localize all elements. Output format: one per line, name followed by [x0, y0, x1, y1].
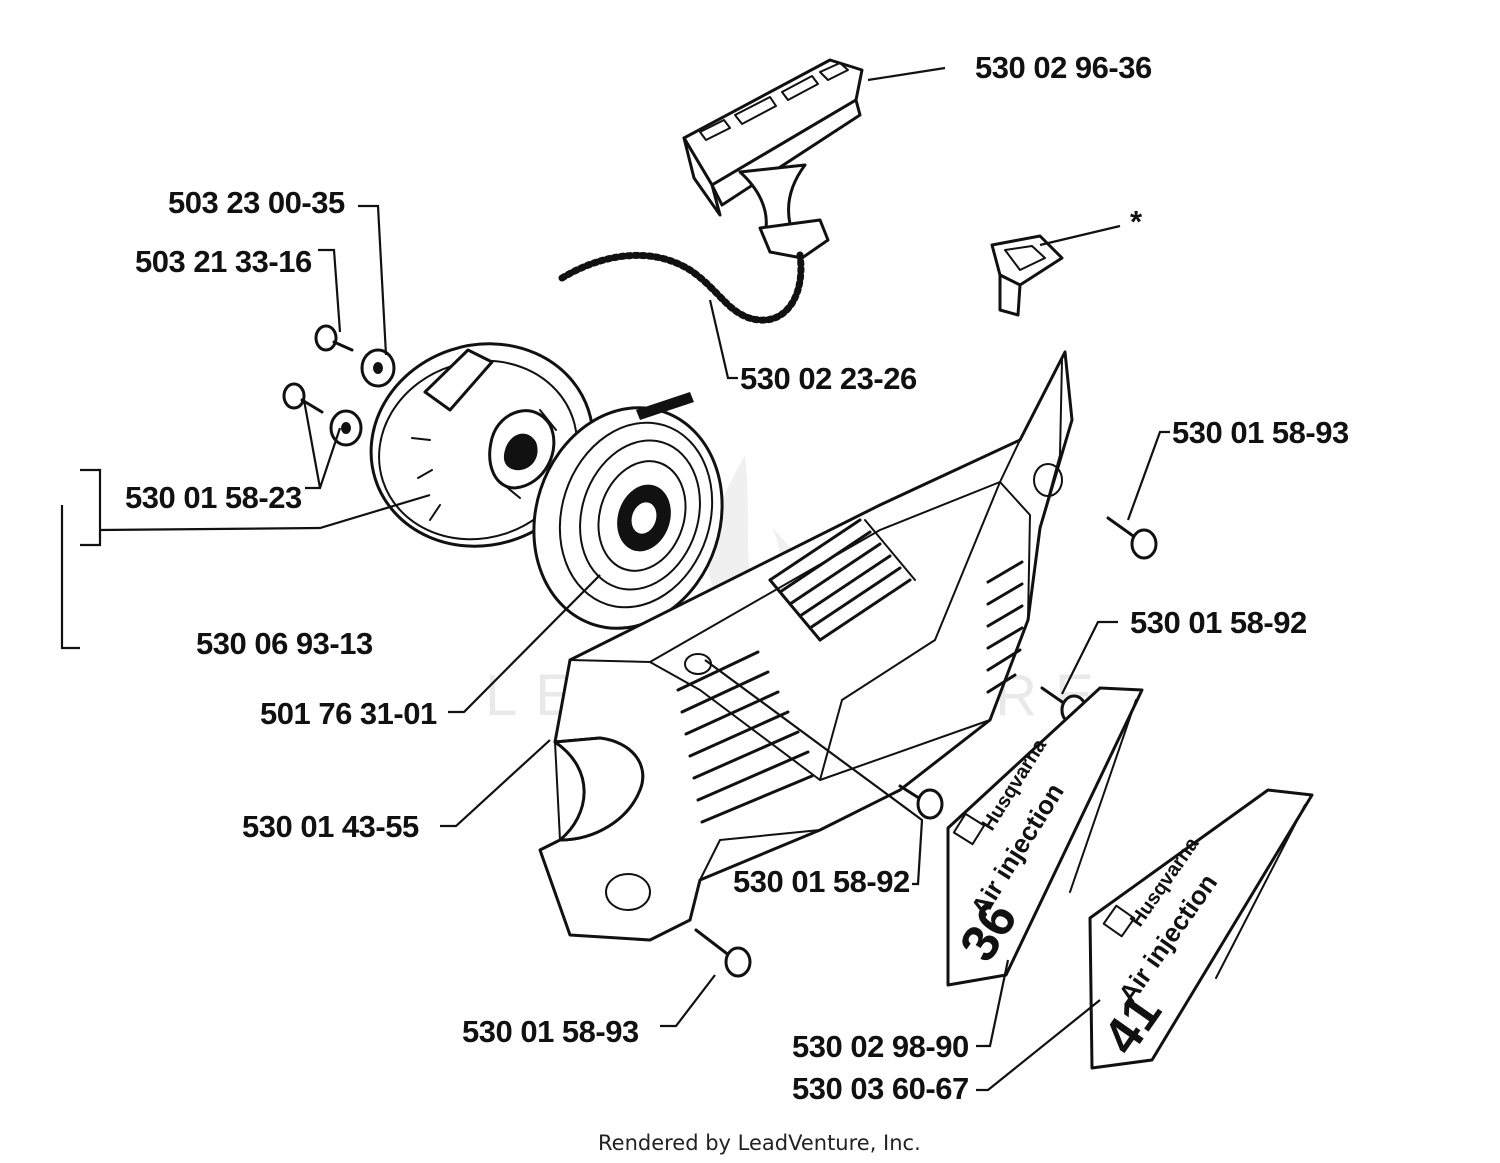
decal-36: Husqvarna Air injection 36: [946, 686, 1144, 987]
label-screw-center: 530 01 58-92: [733, 864, 910, 899]
footer-credit: Rendered by LeadVenture, Inc.: [598, 1131, 921, 1155]
fasteners: [282, 324, 1158, 978]
label-cover: 530 01 43-55: [242, 809, 419, 844]
starter-rope: [558, 251, 805, 324]
starter-cover: [538, 350, 1074, 942]
label-decal-36: 530 02 98-90: [792, 1029, 969, 1064]
cover-cap: [990, 234, 1064, 317]
part-labels: 530 02 96-36 503 23 00-35 503 21 33-16 5…: [125, 50, 1349, 1106]
label-pulley-screws: 530 01 58-23: [125, 480, 302, 515]
label-washer-top: 503 23 00-35: [168, 185, 345, 220]
label-screw-right-mid: 530 01 58-92: [1130, 605, 1307, 640]
cover-top-vents: [768, 518, 916, 642]
label-handle: 530 02 96-36: [975, 50, 1152, 85]
label-spring: 501 76 31-01: [260, 696, 437, 731]
label-star: *: [1130, 204, 1143, 239]
starter-handle: [682, 58, 864, 260]
cover-left-vents: [676, 650, 814, 824]
leader-lines: [60, 66, 1170, 1092]
recoil-spring: [532, 392, 724, 630]
label-screw-top: 503 21 33-16: [135, 244, 312, 279]
cover-right-vents: [986, 560, 1024, 694]
label-decal-41: 530 03 60-67: [792, 1071, 969, 1106]
label-rope: 530 02 23-26: [740, 361, 917, 396]
label-screw-right-top: 530 01 58-93: [1172, 415, 1349, 450]
decal-41: Husqvarna Air injection 41: [1088, 788, 1314, 1070]
label-screw-bottom: 530 01 58-93: [462, 1014, 639, 1049]
label-assembly: 530 06 93-13: [196, 626, 373, 661]
handle-windows: [699, 62, 849, 141]
